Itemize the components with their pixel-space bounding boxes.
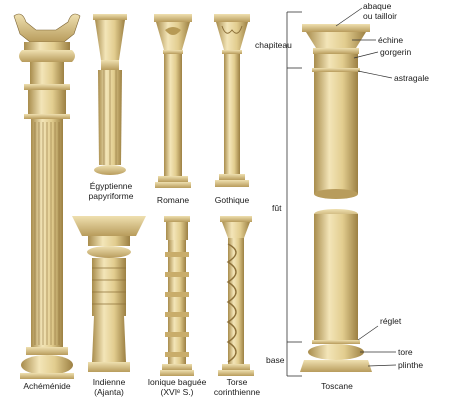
label-reglet: réglet — [380, 316, 402, 326]
column-indienne — [72, 216, 146, 372]
label-fut: fût — [272, 203, 282, 213]
label-ionique: Ionique baguée (XVIᵉ S.) — [147, 377, 207, 397]
column-toscane — [300, 24, 372, 372]
column-ionique — [160, 216, 194, 376]
label-chapiteau: chapiteau — [255, 40, 292, 50]
label-abaque: abaque ou tailloir — [363, 1, 398, 21]
column-egyptienne — [93, 14, 127, 175]
label-toscane: Toscane — [321, 381, 353, 391]
label-base: base — [266, 355, 285, 365]
label-indienne: Indienne (Ajanta) — [92, 377, 126, 397]
label-torse: Torse corinthienne — [213, 377, 261, 397]
column-romane — [154, 14, 192, 188]
column-achemenide — [13, 13, 81, 379]
label-achemenide: Achéménide — [23, 381, 71, 391]
column-gothique — [214, 14, 250, 187]
label-romane: Romane — [156, 195, 190, 205]
label-tore: tore — [398, 347, 413, 357]
label-echine: échine — [378, 35, 404, 45]
label-plinthe: plinthe — [398, 360, 424, 370]
label-egyptienne: Égyptienne papyriforme — [88, 181, 134, 201]
label-gothique: Gothique — [214, 195, 250, 205]
label-astragale: astragale — [394, 73, 429, 83]
leader-lines — [335, 7, 397, 367]
label-gorgerin: gorgerin — [380, 47, 412, 57]
column-torse — [218, 216, 254, 376]
part-brackets — [286, 11, 302, 377]
